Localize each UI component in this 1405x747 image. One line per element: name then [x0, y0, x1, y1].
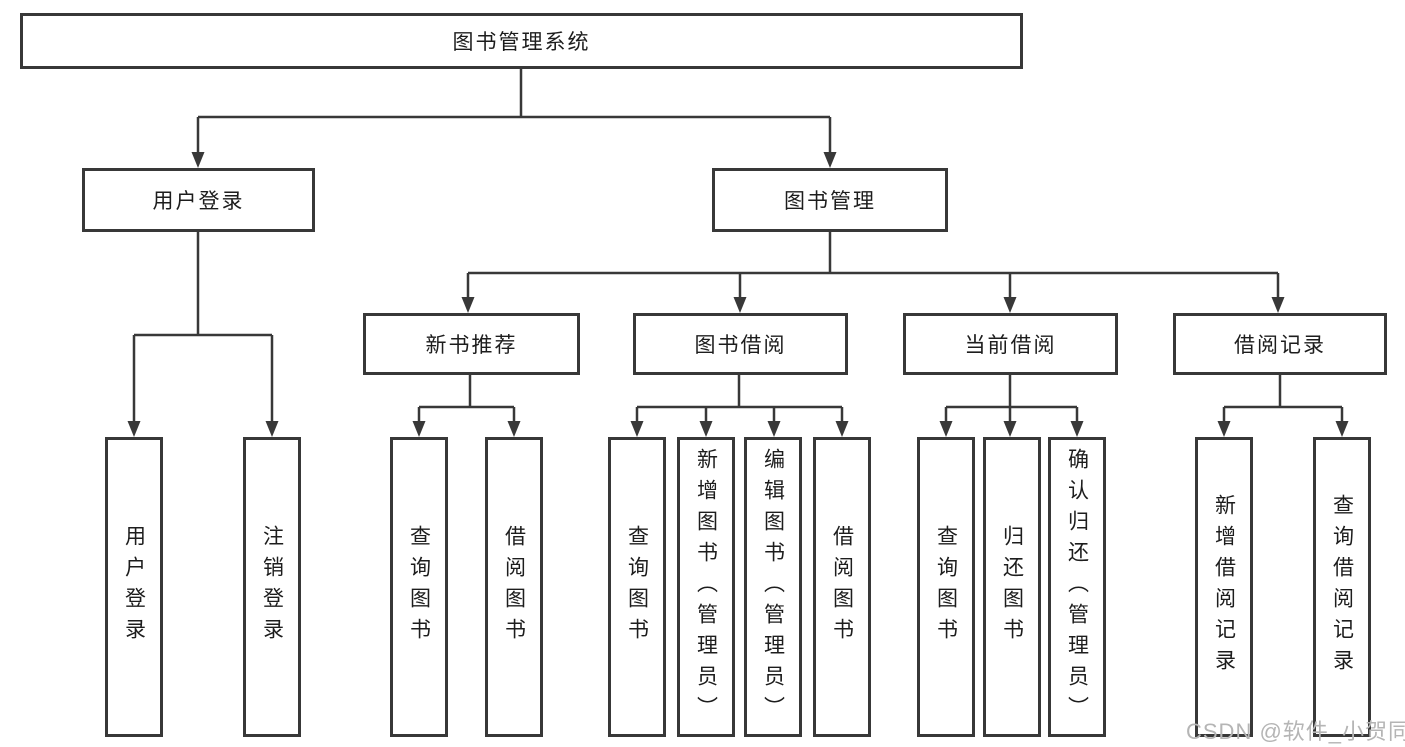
node-label: 当前借阅: [964, 334, 1057, 357]
node-label: 用户登录: [122, 525, 146, 649]
node-edit-book-admin: 编辑图书（管理员）: [744, 437, 802, 737]
node-system-root: 图书管理系统: [20, 13, 1023, 69]
connector-root: [196, 69, 832, 153]
node-label: 新增图书（管理员）: [694, 447, 718, 727]
node-logout: 注销登录: [243, 437, 301, 737]
connector-current-borrowing: [944, 375, 1079, 422]
node-label: 新书推荐: [425, 334, 518, 357]
node-query-books-recommend: 查询图书: [390, 437, 448, 737]
node-label: 借阅图书: [830, 525, 854, 649]
node-label: 图书管理系统: [452, 31, 591, 54]
node-borrow-books-recommend: 借阅图书: [485, 437, 543, 737]
node-label: 查询图书: [934, 525, 958, 649]
node-user-login-module: 用户登录: [82, 168, 315, 232]
node-label: 借阅记录: [1234, 334, 1326, 357]
node-label: 确认归还（管理员）: [1065, 447, 1089, 727]
node-label: 查询借阅记录: [1330, 494, 1354, 680]
node-label: 新增借阅记录: [1212, 494, 1236, 680]
node-borrowing-records: 借阅记录: [1173, 313, 1387, 375]
node-label: 查询图书: [625, 525, 649, 649]
node-label: 查询图书: [407, 525, 431, 649]
node-label: 归还图书: [1000, 525, 1024, 649]
connector-new-book-recommend: [417, 375, 516, 422]
node-add-book-admin: 新增图书（管理员）: [677, 437, 735, 737]
node-add-borrow-record: 新增借阅记录: [1195, 437, 1253, 737]
node-query-borrow-record: 查询借阅记录: [1313, 437, 1371, 737]
connector-book-borrowing: [635, 375, 844, 422]
watermark: CSDN @软件_小贺同学: [1186, 719, 1405, 744]
connector-borrowing-records: [1222, 375, 1344, 422]
node-label: 注销登录: [260, 525, 284, 649]
connector-user-login: [132, 232, 274, 422]
node-return-book: 归还图书: [983, 437, 1041, 737]
node-label: 图书借阅: [694, 334, 787, 357]
node-label: 编辑图书（管理员）: [761, 447, 785, 727]
node-current-borrowing: 当前借阅: [903, 313, 1118, 375]
connector-book-management: [466, 232, 1280, 298]
node-new-book-recommend: 新书推荐: [363, 313, 580, 375]
node-user-login-leaf: 用户登录: [105, 437, 163, 737]
node-query-books-current: 查询图书: [917, 437, 975, 737]
node-book-management: 图书管理: [712, 168, 948, 232]
node-label: 借阅图书: [502, 525, 526, 649]
node-label: 图书管理: [784, 190, 876, 213]
arrowheads: [127, 152, 1349, 437]
node-confirm-return-admin: 确认归还（管理员）: [1048, 437, 1106, 737]
node-book-borrowing: 图书借阅: [633, 313, 848, 375]
node-query-books-borrowing: 查询图书: [608, 437, 666, 737]
node-label: 用户登录: [152, 190, 245, 213]
node-borrow-books-leaf: 借阅图书: [813, 437, 871, 737]
